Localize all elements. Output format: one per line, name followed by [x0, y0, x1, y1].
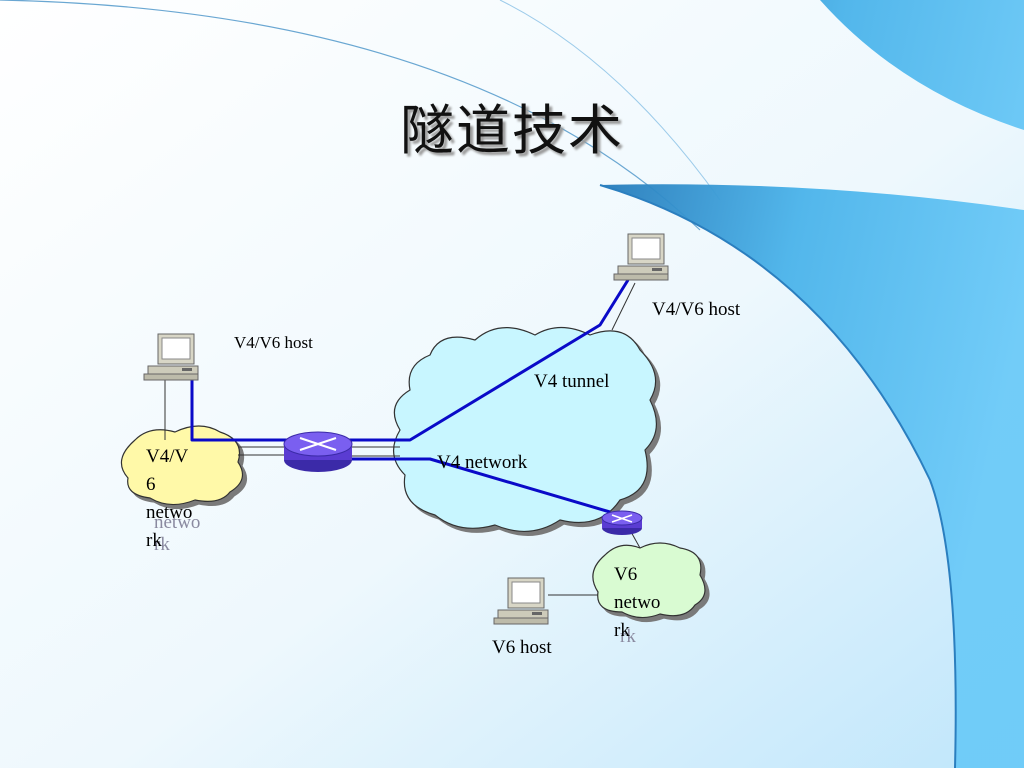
- label-v6-network: V6 netwo rk: [614, 564, 661, 641]
- label-host-v6: V6 host: [492, 637, 552, 658]
- host-right-computer-icon: [613, 233, 669, 281]
- label-v4v6-network: V4/V 6 netwo rk: [146, 446, 193, 551]
- slide-title: 隧道技术: [400, 99, 624, 162]
- router-v6: [601, 510, 643, 535]
- corner-arc: [600, 0, 1024, 768]
- decor-arc-line: [0, 0, 701, 231]
- label-v4-network: V4 network: [437, 452, 528, 473]
- label-v6-network-ghost: rk: [620, 626, 636, 647]
- host-v6-computer-icon: [493, 577, 549, 625]
- label-tunnel: V4 tunnel: [534, 371, 610, 392]
- tunnel-path: [190, 279, 630, 514]
- v6-network-cloud: [592, 542, 706, 619]
- label-host-left: V4/V6 host: [234, 333, 313, 352]
- router-main: [283, 431, 353, 472]
- decor-arc-line: [499, 0, 721, 201]
- v4v6-network-cloud: [120, 425, 244, 506]
- label-v4v6-network-ghost: netwo rk: [154, 512, 201, 555]
- host-left-computer-icon: [143, 333, 199, 381]
- v4-network-cloud: [393, 326, 657, 533]
- label-host-right: V4/V6 host: [652, 299, 741, 320]
